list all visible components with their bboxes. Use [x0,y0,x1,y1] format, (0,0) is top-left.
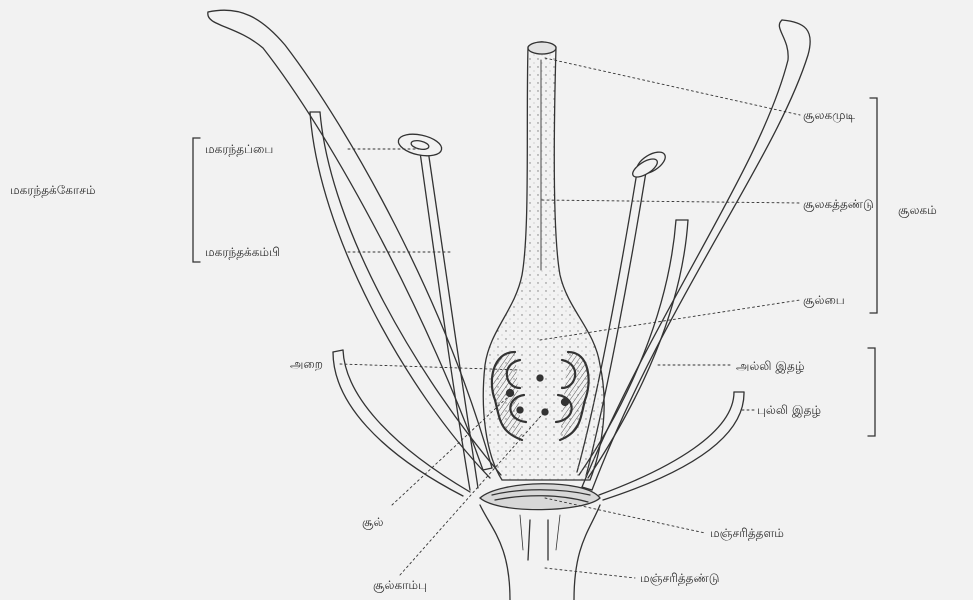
petal-left-inner [310,112,501,478]
label-funicle: சூல்காம்பு [373,578,427,592]
label-stigma: சூலகமுடி [803,108,855,122]
label-anther-group: மகரந்தக்கோசம் [10,183,96,197]
label-receptacle: மஞ்சரித்தளம் [710,526,784,540]
sepal-left [333,350,470,496]
label-sepal: புல்லி இதழ் [757,403,821,417]
petal-right-outer [582,20,810,490]
label-ovule: சூல் [362,515,383,529]
label-pedicel: மஞ்சரித்தண்டு [640,571,719,585]
petal-left-outer [208,10,492,470]
label-locule: அறை [290,357,323,371]
label-style: சூலகத்தண்டு [803,197,874,211]
pedicel [480,505,600,600]
label-pistil: சூலகம் [898,203,937,217]
receptacle [480,484,600,510]
label-ovary: சூல்பை [803,293,845,307]
sepal-right [599,392,744,500]
label-petal: அல்லி இதழ் [736,359,804,373]
label-anther: மகரந்தப்பை [205,142,273,156]
label-filament: மகரந்தக்கம்பி [205,245,280,259]
